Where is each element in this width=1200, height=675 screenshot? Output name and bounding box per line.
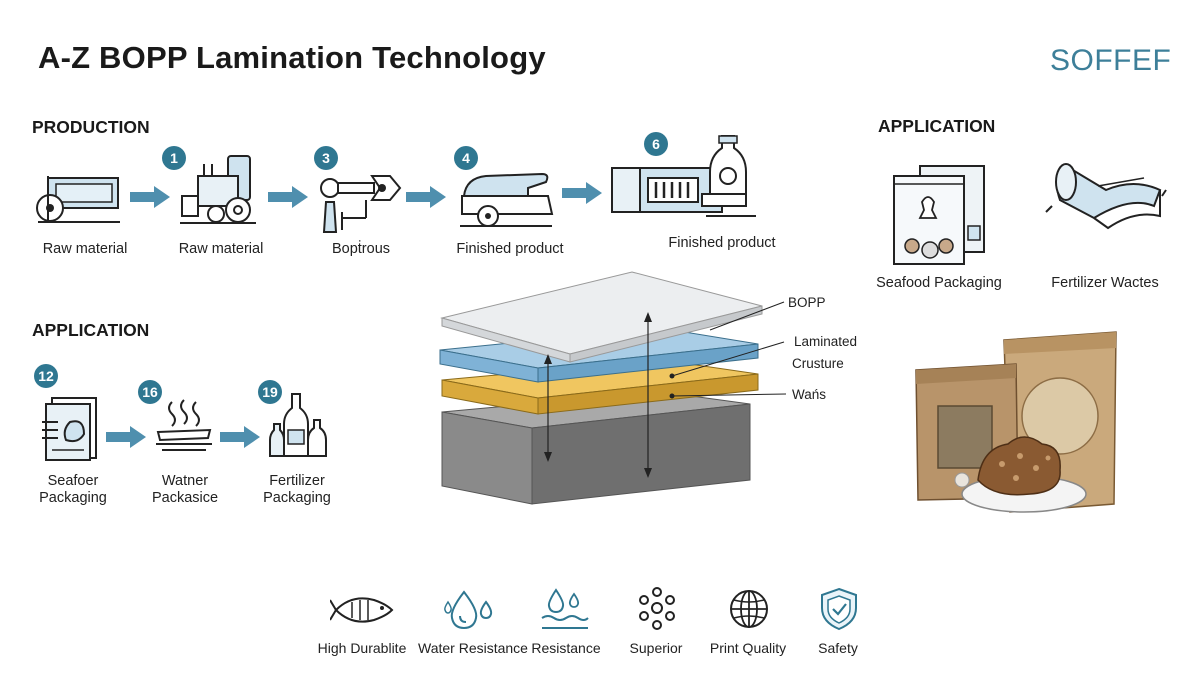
water-drop-icon: [440, 588, 496, 632]
step-label-3: Finished product: [456, 241, 564, 257]
seafood-pack-icon: [38, 394, 102, 464]
water-wave-icon: [540, 586, 590, 632]
roll-machine-icon: [34, 168, 124, 230]
app-badge-19: 19: [258, 380, 282, 404]
step-label-0: Raw material: [42, 241, 128, 257]
app-badge-16: 16: [138, 380, 162, 404]
step-label-1: Raw material: [178, 241, 264, 257]
arrow-icon: [128, 184, 172, 210]
food-pouch-illustration: [912, 330, 1122, 529]
app-label-2a: Fertilizer: [269, 473, 325, 489]
right-app-label-0: Seafood Packaging: [876, 275, 1002, 291]
layer-label-laminated: Laminated: [794, 334, 858, 349]
step-label-4: Finished product: [668, 235, 776, 251]
app-label-1b: Packasice: [151, 490, 219, 506]
step-label-2: Bopṫrous: [331, 241, 391, 257]
layer-label-bopp: BOPP: [788, 295, 826, 310]
app-badge-12: 12: [34, 364, 58, 388]
app-label-1a: Watner: [161, 473, 209, 489]
arrow-icon: [218, 424, 262, 450]
app-label-2b: Packaging: [263, 490, 331, 506]
extruder-icon: [178, 152, 258, 228]
arrow-icon: [104, 424, 148, 450]
lamination-layers-diagram: [436, 268, 876, 523]
page-title: A-Z BOPP Lamination Technology: [38, 40, 546, 75]
right-app-label-1: Fertilizer Wactes: [1051, 275, 1159, 291]
arrow-icon: [404, 184, 448, 210]
app-label-0a: Seafoer: [47, 473, 99, 489]
layer-label-wans: Wańs: [792, 387, 827, 402]
arrow-icon: [560, 180, 604, 206]
step-badge-4: 4: [454, 146, 478, 170]
step-badge-1: 1: [162, 146, 186, 170]
benefit-label-2: Resistance: [531, 640, 601, 656]
step-badge-3: 3: [314, 146, 338, 170]
brand-logo: SOFFEF: [1050, 44, 1172, 77]
application-heading-right: APPLICATION: [878, 116, 996, 136]
dots-icon: [636, 586, 678, 632]
laminator-icon: [458, 168, 554, 232]
stretching-icon: [318, 172, 404, 236]
app-label-0b: Packaging: [39, 490, 107, 506]
globe-icon: [728, 588, 770, 630]
benefit-label-0: High Durablite: [317, 640, 407, 656]
benefit-label-4: Print Quality: [709, 640, 787, 656]
application-heading-left: APPLICATION: [32, 320, 150, 340]
benefit-label-5: Safety: [818, 640, 858, 656]
fish-icon: [330, 592, 398, 628]
shield-icon: [818, 586, 860, 632]
water-pack-icon: [152, 398, 216, 454]
packaging-machine-icon: [608, 134, 764, 224]
step-badge-6: 6: [644, 132, 668, 156]
layer-label-crusture: Crusture: [792, 356, 844, 371]
film-roll-icon: [1044, 156, 1168, 236]
production-heading: PRODUCTION: [32, 117, 150, 137]
benefit-label-3: Superior: [629, 640, 683, 656]
benefit-label-1: Water Resistance: [418, 640, 528, 656]
seafood-bag-icon: [890, 162, 990, 266]
bottles-icon: [268, 390, 328, 460]
arrow-icon: [266, 184, 310, 210]
